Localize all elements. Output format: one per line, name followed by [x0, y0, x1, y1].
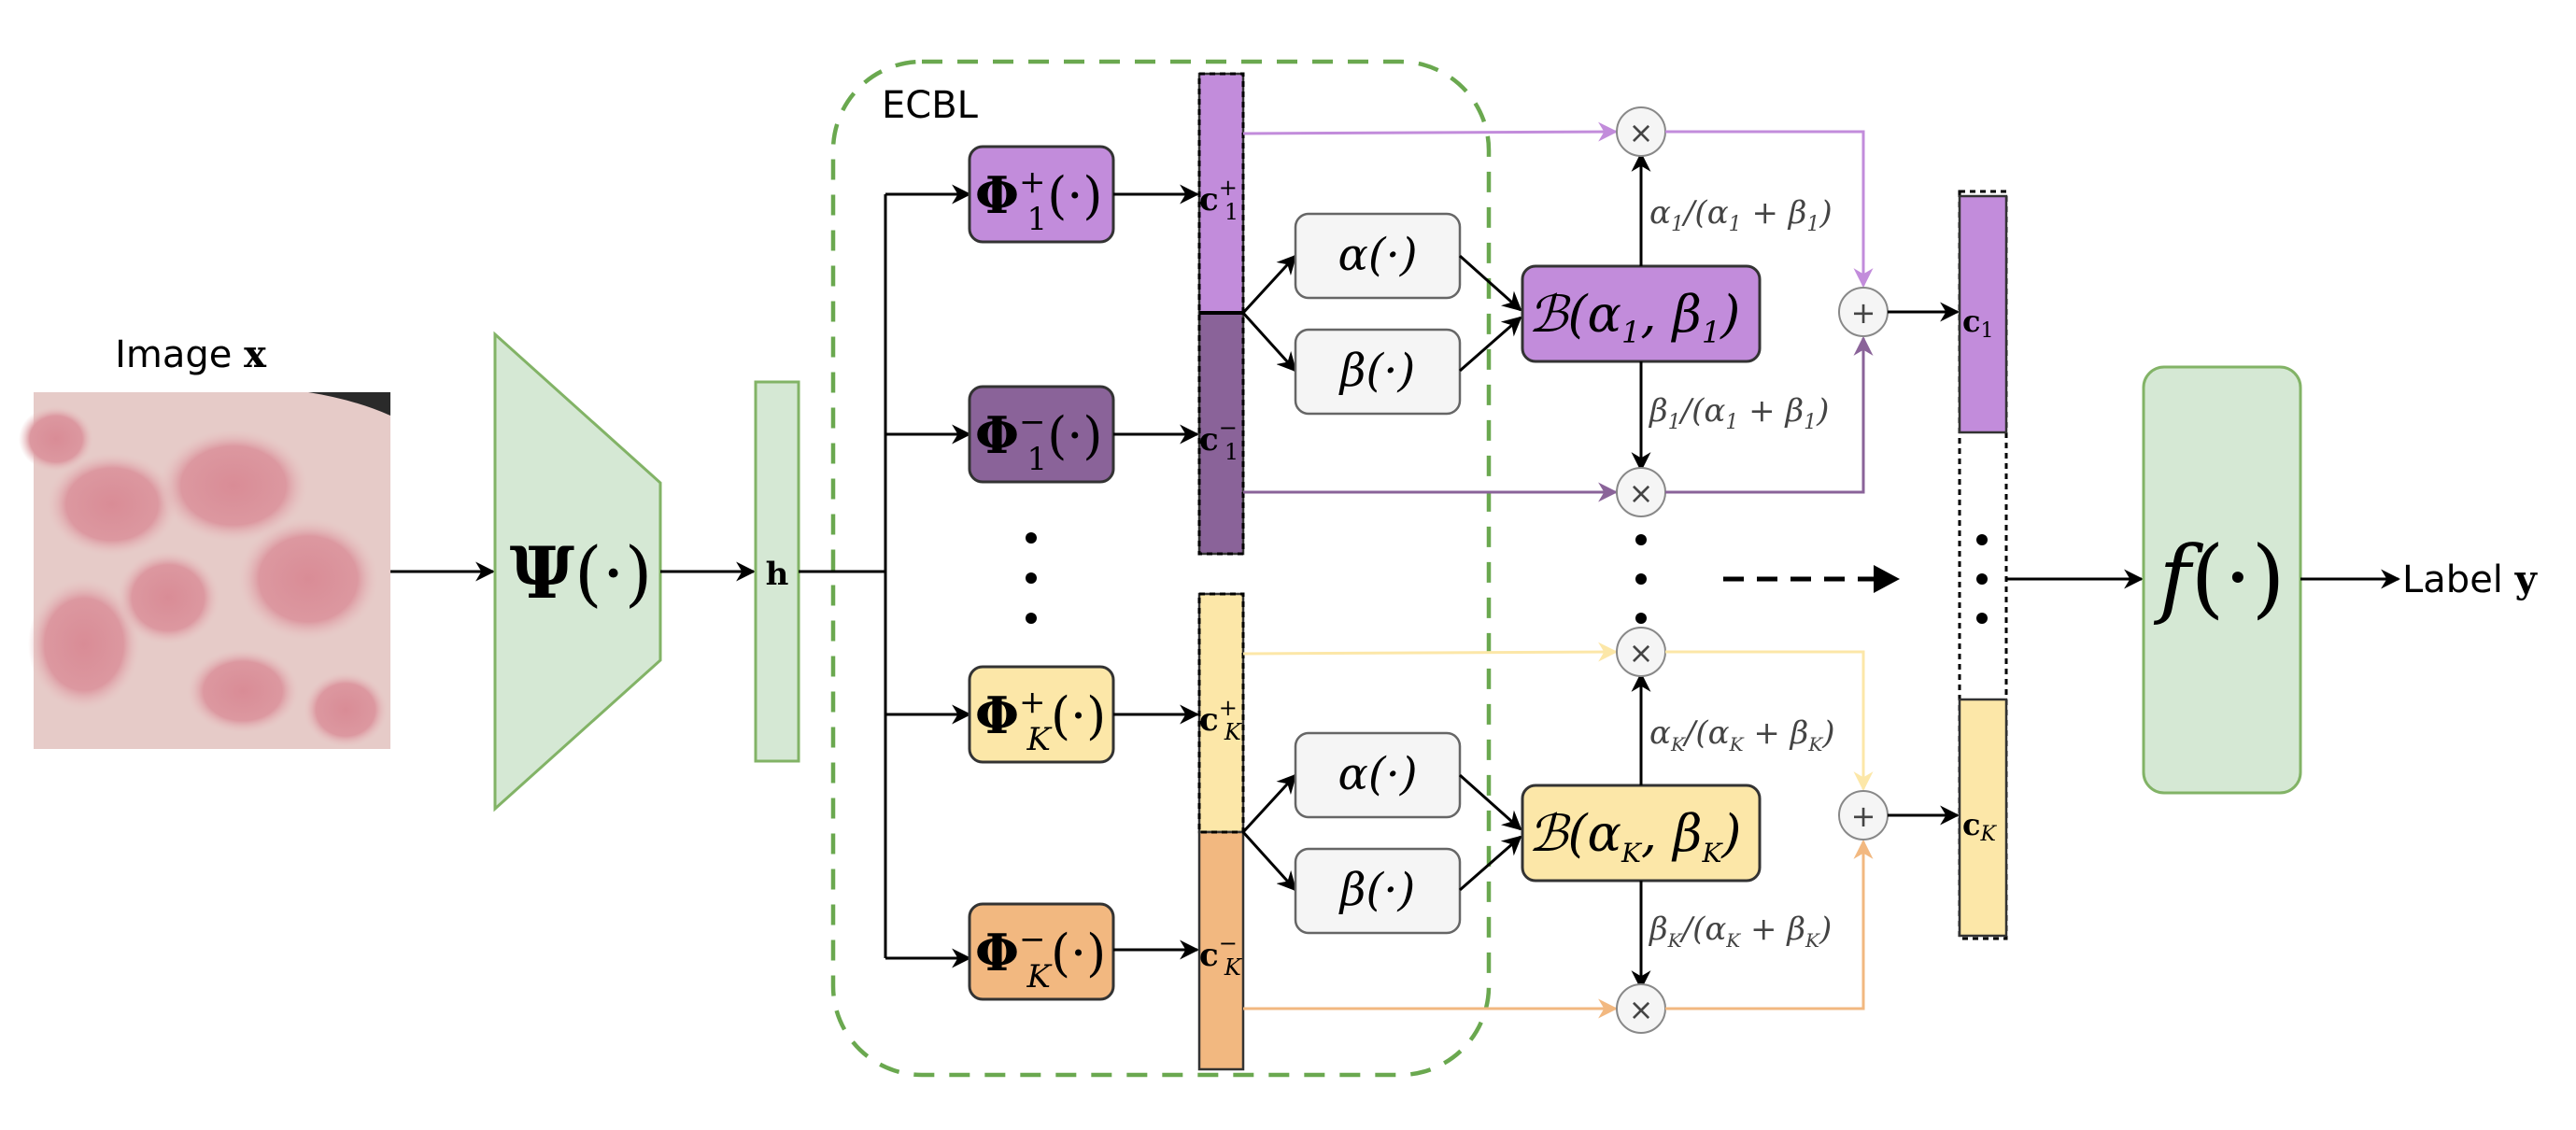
- concept-to-multiplier-lines: [1242, 121, 1619, 1019]
- svg-text:α(·): α(·): [1338, 748, 1417, 800]
- predictor-label: f(·): [2153, 528, 2285, 628]
- multiplier-pos-k: ×: [1616, 627, 1666, 677]
- ecbl-label: ECBL: [882, 84, 979, 127]
- concept-label-pos-1: c+1: [1199, 175, 1238, 225]
- phi-block-neg-1: Φ−1(·): [968, 385, 1115, 484]
- svg-text:α(·): α(·): [1338, 229, 1417, 281]
- svg-text:β(·): β(·): [1338, 345, 1415, 397]
- encoder-label: Ψ(·): [510, 531, 653, 614]
- branch-connectors: [799, 184, 972, 968]
- beta-block-k: β(·): [1294, 847, 1462, 935]
- ecbl-region: [830, 59, 1492, 1078]
- concept-label-pos-k: c+K: [1199, 695, 1243, 745]
- concept-vector-k: [1197, 592, 1245, 1071]
- multiplier-ellipsis: [1635, 534, 1647, 624]
- alpha-block-1: α(·): [1294, 212, 1462, 300]
- output-label-1: c1: [1962, 304, 1993, 343]
- branch-ellipsis: [1026, 532, 1037, 624]
- svg-text:×: ×: [1629, 992, 1654, 1027]
- svg-text:β(·): β(·): [1338, 864, 1415, 916]
- svg-text:+: +: [1851, 295, 1876, 331]
- alpha-block-k: α(·): [1294, 731, 1462, 819]
- svg-text:Φ−1(·): Φ−1(·): [975, 403, 1103, 478]
- svg-text:×: ×: [1629, 635, 1654, 671]
- multiplier-to-adder-lines: [1665, 130, 1874, 1010]
- svg-text:Φ+K(·): Φ+K(·): [975, 684, 1106, 758]
- phi-block-neg-k: Φ−K(·): [968, 902, 1115, 1001]
- adder-k: +: [1838, 790, 1889, 840]
- phi-block-pos-k: Φ+K(·): [968, 665, 1115, 764]
- concept-label-neg-1: c−1: [1199, 415, 1238, 465]
- concept-label-neg-k: c−K: [1199, 930, 1243, 981]
- beta-distribution-k: ℬ(αK, βK): [1521, 784, 1762, 883]
- ratio-label-alpha-k: αK/(αK + βK): [1649, 714, 1835, 756]
- output-label-k: cK: [1962, 807, 1997, 846]
- svg-text:ℬ(αK, βK): ℬ(αK, βK): [1528, 804, 1741, 869]
- phi-block-pos-1: Φ+1(·): [968, 145, 1115, 244]
- label-output: Label y: [2402, 558, 2539, 601]
- beta-distribution-1: ℬ(α1, β1): [1521, 264, 1762, 363]
- svg-text:ℬ(α1, β1): ℬ(α1, β1): [1528, 285, 1740, 350]
- multiplier-neg-1: ×: [1616, 467, 1666, 517]
- svg-text:×: ×: [1629, 475, 1654, 511]
- ratio-label-alpha-1: α1/(α1 + β1): [1649, 194, 1833, 236]
- dashed-arrow-head: [1874, 565, 1900, 593]
- svg-text:Φ−K(·): Φ−K(·): [975, 921, 1106, 996]
- svg-text:×: ×: [1629, 115, 1654, 150]
- adder-1: +: [1838, 287, 1889, 337]
- svg-text:Φ+1(·): Φ+1(·): [975, 163, 1103, 238]
- concept-to-param-arrows: [1241, 254, 1297, 892]
- output-ellipsis: [1976, 534, 1988, 624]
- output-concept-vector: [1958, 190, 2008, 940]
- svg-text:+: +: [1851, 798, 1876, 834]
- ratio-label-beta-k: βK/(αK + βK): [1648, 911, 1832, 952]
- beta-block-1: β(·): [1294, 328, 1462, 416]
- image-title: Image x: [115, 332, 267, 376]
- concept-vector-1: [1197, 72, 1245, 556]
- param-to-beta-arrows: [1459, 254, 1522, 892]
- ratio-label-beta-1: β1/(α1 + β1): [1648, 392, 1829, 434]
- multiplier-neg-k: ×: [1616, 983, 1666, 1034]
- phi-to-concept-arrows: [1113, 184, 1200, 960]
- encoder-trapezoid: [493, 331, 662, 812]
- hidden-label: h: [766, 556, 789, 593]
- input-skin-image: [19, 392, 390, 749]
- hidden-representation: [754, 380, 800, 763]
- multiplier-pos-1: ×: [1616, 106, 1666, 157]
